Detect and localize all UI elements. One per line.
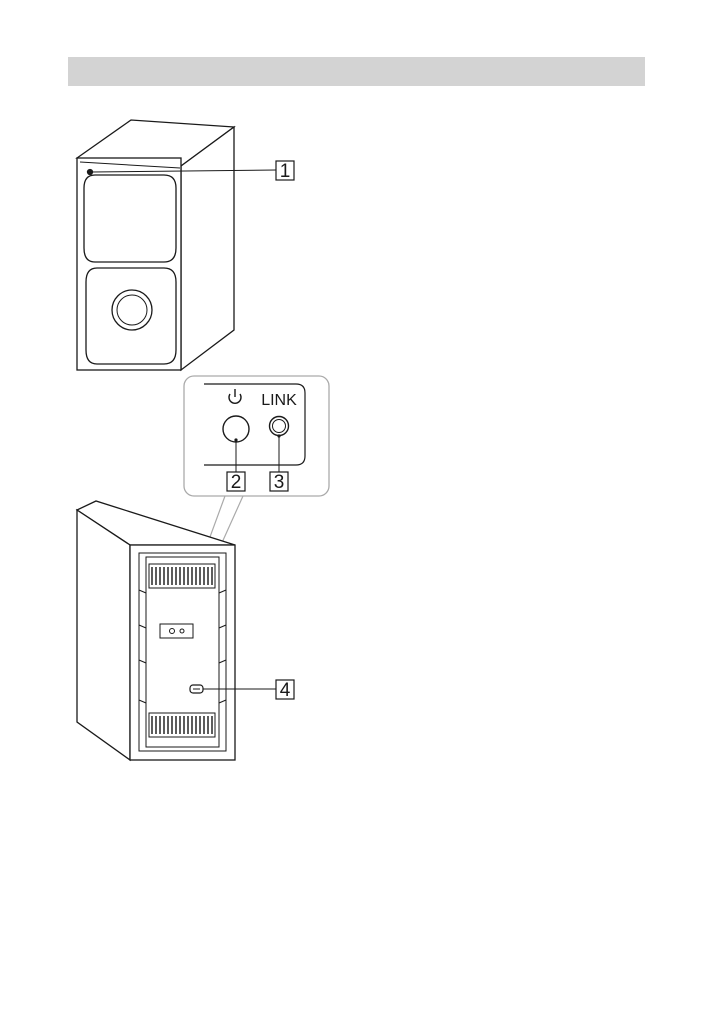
detail-frame <box>184 376 329 496</box>
callout-4-label: 4 <box>280 680 291 701</box>
power-button <box>223 416 249 442</box>
link-label: LINK <box>261 392 297 409</box>
subwoofer-rear-view <box>77 501 235 760</box>
control-panel-detail: LINK <box>184 376 329 496</box>
power-indicator-dot <box>88 170 93 175</box>
callout-2-label: 2 <box>231 472 242 493</box>
subwoofer-front-view <box>77 120 234 370</box>
callout-1-label: 1 <box>280 161 291 182</box>
callout-3-label: 3 <box>274 472 285 493</box>
